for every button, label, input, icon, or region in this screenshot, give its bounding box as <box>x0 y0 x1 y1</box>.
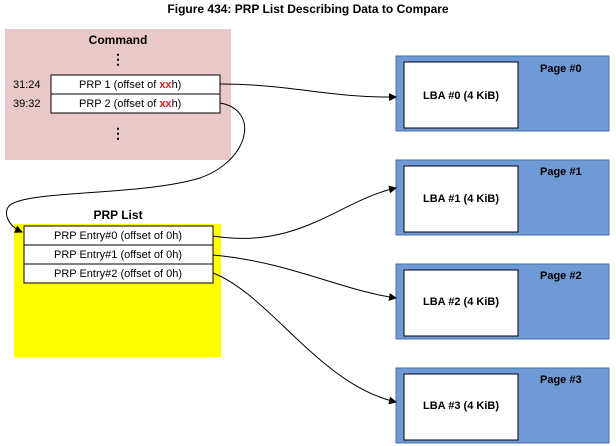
page-3-lba-label: LBA #3 (4 KiB) <box>423 400 499 412</box>
command-row-prp2: 39:32 PRP 2 (offset of xxh) <box>13 93 221 114</box>
command-title: Command <box>89 33 148 47</box>
command-row-prp1-label-suffix: h) <box>172 79 182 91</box>
prp-entry-1-label: PRP Entry#1 (offset of 0h) <box>54 249 182 261</box>
command-row-prp1-label-prefix: PRP 1 (offset of <box>79 79 159 91</box>
page-1: Page #1 LBA #1 (4 KiB) <box>395 159 610 236</box>
command-ellipsis-bottom: ⋮ <box>111 125 125 141</box>
page-3: Page #3 LBA #3 (4 KiB) <box>395 367 610 444</box>
page-2: Page #2 LBA #2 (4 KiB) <box>395 263 610 340</box>
page-0-lba-label: LBA #0 (4 KiB) <box>423 90 499 102</box>
command-row-prp1-label-highlight: xx <box>159 79 172 91</box>
page-0: Page #0 LBA #0 (4 KiB) <box>395 55 610 132</box>
figure-title: Figure 434: PRP List Describing Data to … <box>167 2 449 16</box>
page-2-lba-box <box>403 269 519 337</box>
arrow-entry-0-to-page-1 <box>212 185 397 239</box>
command-row-prp1-bits: 31:24 <box>13 79 41 91</box>
connectors <box>6 83 397 405</box>
page-3-title: Page #3 <box>540 374 582 386</box>
page-2-lba-label: LBA #2 (4 KiB) <box>423 296 499 308</box>
arrow-entry-1-to-page-2 <box>212 254 397 301</box>
page-1-title: Page #1 <box>540 166 582 178</box>
prp-list-title: PRP List <box>93 208 142 222</box>
command-row-prp2-bits: 39:32 <box>13 98 41 110</box>
command-row-prp2-label-highlight: xx <box>159 98 172 110</box>
prp-entry-0-label: PRP Entry#0 (offset of 0h) <box>54 230 182 242</box>
page-1-lba-label: LBA #1 (4 KiB) <box>423 193 499 205</box>
page-1-lba-box <box>403 165 519 233</box>
command-row-prp1: 31:24 PRP 1 (offset of xxh) <box>13 74 221 95</box>
command-ellipsis-top: ⋮ <box>111 51 125 67</box>
arrow-entry-2-to-page-3 <box>212 272 397 405</box>
prp-entry-2-label: PRP Entry#2 (offset of 0h) <box>54 268 182 280</box>
prp-list-block: PRP List PRP Entry#0 (offset of 0h) PRP … <box>14 208 221 357</box>
arrow-prp2-to-prp-list <box>6 102 246 233</box>
page-0-title: Page #0 <box>540 63 582 75</box>
page-0-lba-box <box>403 61 519 129</box>
command-row-prp2-label: PRP 2 (offset of xxh) <box>79 98 181 110</box>
command-row-prp2-label-suffix: h) <box>172 98 182 110</box>
page-2-title: Page #2 <box>540 270 582 282</box>
page-3-lba-box <box>403 373 519 441</box>
command-block: Command ⋮ 31:24 PRP 1 (offset of xxh) 39… <box>5 29 231 160</box>
command-row-prp2-label-prefix: PRP 2 (offset of <box>79 98 159 110</box>
command-row-prp1-label: PRP 1 (offset of xxh) <box>79 79 181 91</box>
arrow-prp1-to-page-0 <box>219 83 397 102</box>
